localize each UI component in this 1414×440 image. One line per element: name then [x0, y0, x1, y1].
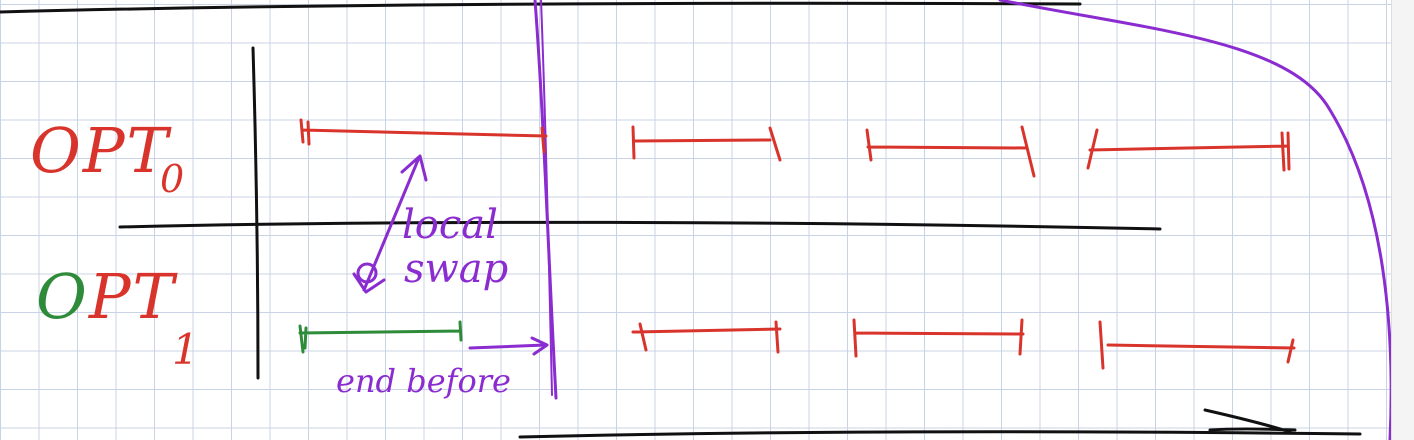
- top-black-stroke: [0, 1, 1082, 14]
- purple-arc: [998, 0, 1392, 440]
- end-before-text: end before: [336, 362, 511, 400]
- opt1-name: OPT: [36, 260, 179, 333]
- opt0-name: OPT: [30, 114, 173, 187]
- local-swap-loop-icon: [356, 262, 378, 284]
- opt0-interval-1: [299, 118, 548, 154]
- opt1-label: OPT 1: [36, 260, 199, 374]
- opt1-interval-3: [852, 318, 1025, 358]
- opt0-label: OPT 0: [30, 114, 184, 201]
- opt1-rest: PT: [88, 260, 179, 333]
- opt1-interval-4: [1098, 320, 1296, 370]
- horizontal-divider: [118, 220, 1162, 231]
- scrollbar[interactable]: [1391, 0, 1414, 440]
- end-before-arrow: [468, 336, 549, 356]
- opt1-intervals: [298, 318, 1296, 370]
- bottom-black-stroke: [518, 430, 1362, 439]
- local-swap-text-line2: swap: [404, 246, 508, 292]
- opt1-first-letter: O: [36, 260, 89, 333]
- opt1-green-interval: [298, 320, 463, 354]
- opt1-interval-2: [631, 320, 782, 354]
- bottom-arrow-head: [1203, 408, 1297, 434]
- opt0-subscript: 0: [160, 157, 184, 201]
- vertical-axis: [251, 46, 260, 380]
- opt1-subscript: 1: [172, 325, 199, 374]
- opt0-interval-2: [631, 125, 782, 162]
- opt0-interval-3: [865, 125, 1036, 178]
- opt0-intervals: [299, 118, 1291, 178]
- purple-vertical-line: [533, 0, 558, 400]
- purple-vertical-line-2: [540, 0, 553, 396]
- opt0-interval-4: [1086, 128, 1291, 172]
- local-swap-text-line1: local: [402, 202, 498, 248]
